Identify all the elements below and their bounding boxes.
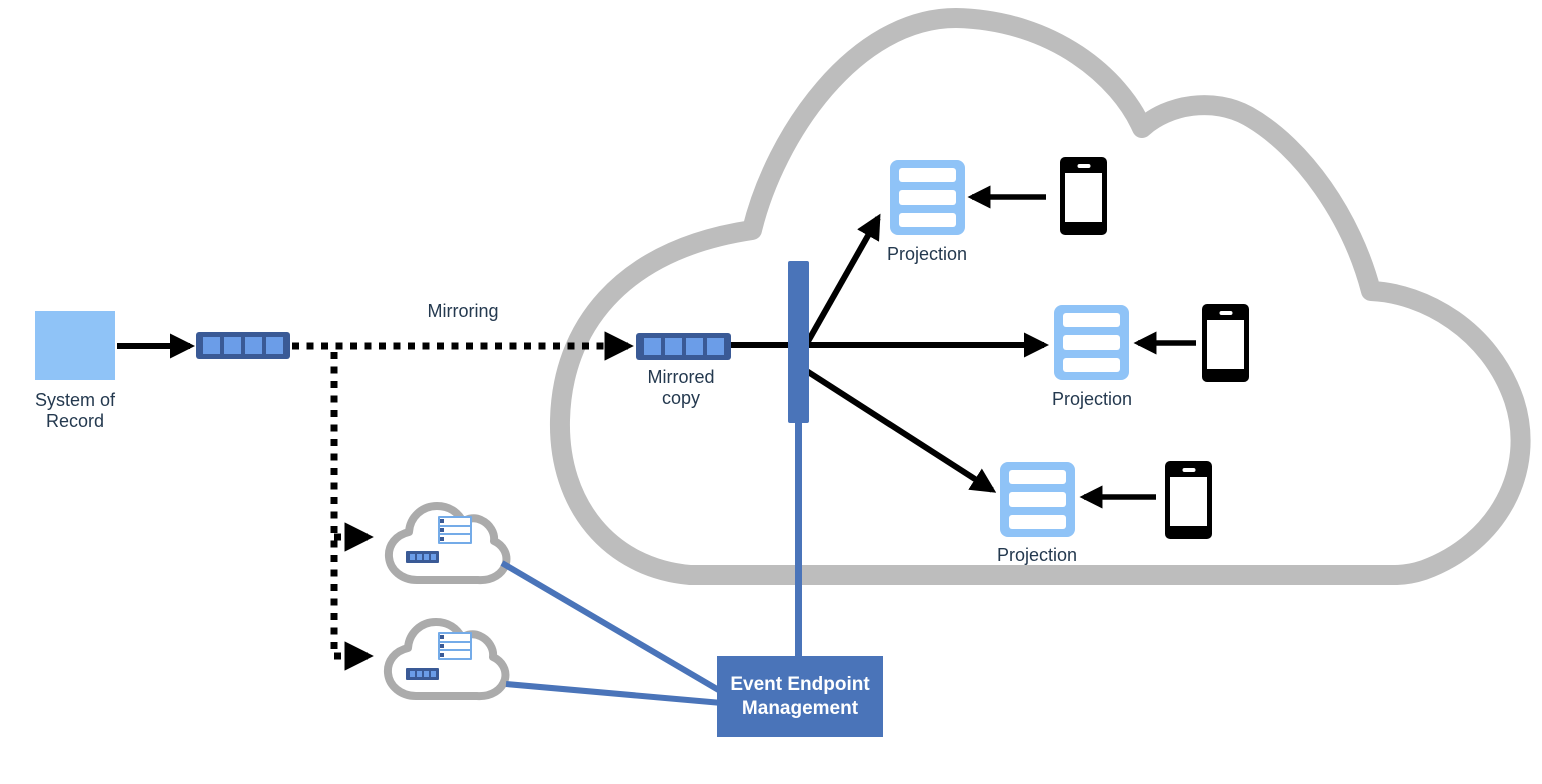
topic-segment: [203, 337, 220, 354]
projection-3-label: Projection: [996, 545, 1078, 565]
mirrored-copy-topic-icon: [636, 333, 731, 360]
mirroring-label: Mirroring: [427, 301, 499, 321]
cloud-2-table-icon: [438, 632, 472, 660]
gateway-bar: [788, 261, 809, 423]
arrow-gateway-to-projection-3: [800, 365, 997, 493]
topic-segment: [224, 337, 241, 354]
event-endpoint-management-label: Event Endpoint Management: [730, 673, 870, 719]
projection-2-label: Projection: [1051, 389, 1133, 409]
source-topic-icon: [196, 332, 290, 359]
topic-segment: [266, 337, 283, 354]
mobile-device-2-icon: [1202, 304, 1249, 382]
mobile-device-3-icon: [1165, 461, 1212, 539]
topic-segment: [706, 338, 724, 355]
mobile-device-1-icon: [1060, 157, 1107, 235]
cloud-1-topic-chip-icon: [406, 551, 439, 563]
cloud-1-table-icon: [438, 516, 472, 544]
arrow-gateway-to-projection-1: [799, 213, 881, 354]
mirrored-copy-label: Mirrored copy: [647, 367, 715, 408]
system-of-record-node: [35, 311, 115, 380]
projection-2-icon: [1054, 305, 1129, 380]
event-endpoint-management-node: Event Endpoint Management: [717, 656, 883, 737]
system-of-record-label: System of Record: [34, 390, 116, 431]
topic-segment: [664, 338, 682, 355]
projection-1-icon: [890, 160, 965, 235]
eem-link-cloud-1: [500, 560, 724, 695]
cloud-2-topic-chip-icon: [406, 668, 439, 680]
topic-segment: [245, 337, 262, 354]
projection-3-icon: [1000, 462, 1075, 537]
topic-segment: [685, 338, 703, 355]
topic-segment: [643, 338, 661, 355]
eem-link-cloud-2: [505, 681, 723, 706]
projection-1-label: Projection: [886, 244, 968, 264]
